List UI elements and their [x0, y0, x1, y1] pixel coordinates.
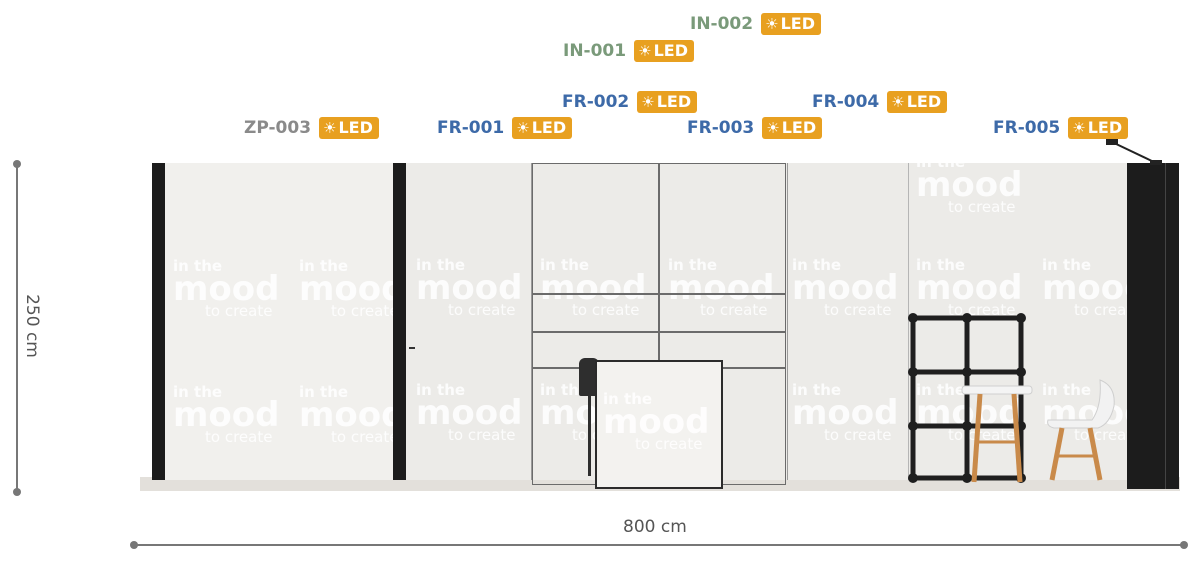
- right-end-wall: [1127, 163, 1179, 489]
- left-frame-post: [152, 163, 165, 480]
- tag-fr-002: FR-002 ☀LED: [559, 91, 698, 113]
- cabinet-section: [532, 163, 659, 294]
- tag-code: FR-002: [559, 91, 633, 113]
- tag-zp-003: ZP-003 ☀LED: [241, 117, 379, 139]
- spotlight-lamp: [1106, 138, 1162, 165]
- tag-fr-005: FR-005 ☀LED: [990, 117, 1129, 139]
- sun-icon: ☀: [766, 119, 780, 137]
- tag-code: FR-001: [434, 117, 508, 139]
- tag-in-001: IN-001 ☀LED: [560, 40, 694, 62]
- led-badge: ☀LED: [887, 91, 948, 113]
- led-badge: ☀LED: [319, 117, 379, 139]
- led-badge: ☀LED: [762, 117, 823, 139]
- bistro-table: [961, 385, 1033, 483]
- sun-icon: ☀: [765, 15, 779, 33]
- right-end-edge: [1165, 163, 1166, 489]
- led-badge: ☀LED: [761, 13, 821, 35]
- cabinet-section: [532, 294, 659, 332]
- tag-fr-004: FR-004 ☀LED: [809, 91, 948, 113]
- tag-code: FR-005: [990, 117, 1064, 139]
- sun-icon: ☀: [1072, 119, 1086, 137]
- panel-seam: [908, 163, 909, 480]
- panel-seam: [787, 163, 788, 480]
- tag-fr-003: FR-003 ☀LED: [684, 117, 823, 139]
- left-frame-post-2: [393, 163, 406, 480]
- shelf-cube: [908, 313, 1026, 483]
- chair: [1047, 379, 1115, 481]
- sun-icon: ☀: [891, 93, 905, 111]
- tag-code: ZP-003: [241, 117, 315, 139]
- height-label: 250 cm: [22, 286, 42, 366]
- cabinet-section: [659, 294, 786, 332]
- width-label: 800 cm: [620, 517, 690, 537]
- door-handle: [409, 347, 415, 349]
- led-badge: ☀LED: [1068, 117, 1129, 139]
- tag-code: IN-001: [560, 40, 630, 62]
- tag-in-002: IN-002 ☀LED: [687, 13, 821, 35]
- tag-code: IN-002: [687, 13, 757, 35]
- tag-fr-001: FR-001 ☀LED: [434, 117, 573, 139]
- sun-icon: ☀: [638, 42, 652, 60]
- tag-code: FR-004: [809, 91, 883, 113]
- sun-icon: ☀: [516, 119, 530, 137]
- cabinet-section: [659, 163, 786, 294]
- sun-icon: ☀: [323, 119, 337, 137]
- stool-leg: [588, 396, 591, 476]
- led-badge: ☀LED: [634, 40, 694, 62]
- sun-icon: ☀: [641, 93, 655, 111]
- tag-code: FR-003: [684, 117, 758, 139]
- panel-seam: [531, 163, 532, 480]
- stool: [579, 358, 599, 396]
- led-badge: ☀LED: [637, 91, 698, 113]
- led-badge: ☀LED: [512, 117, 573, 139]
